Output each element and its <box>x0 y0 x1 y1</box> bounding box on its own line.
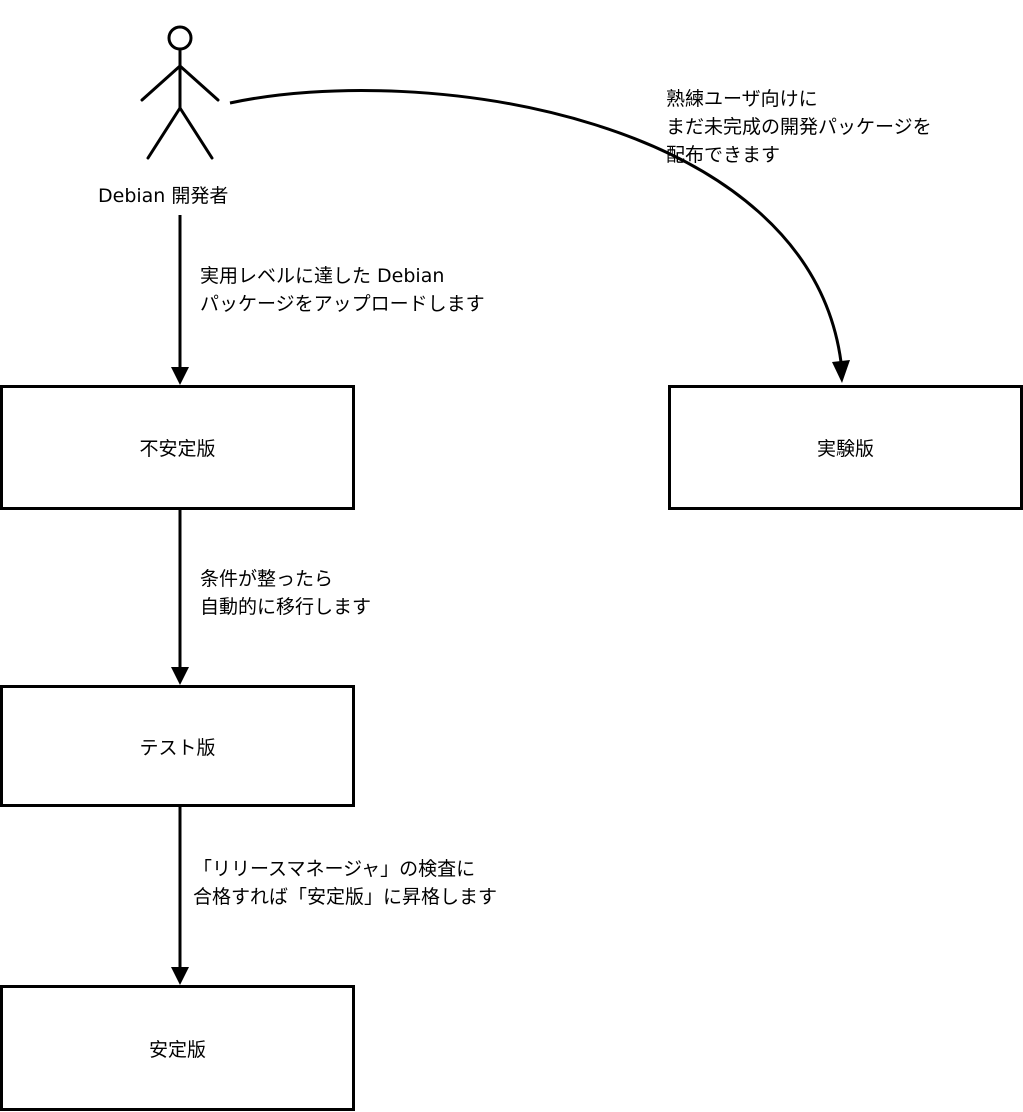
arrow-developer-to-unstable <box>171 215 189 385</box>
node-testing-label: テスト版 <box>139 736 216 759</box>
node-testing: テスト版 <box>0 685 355 807</box>
edge-label-line: 「リリースマネージャ」の検査に <box>193 858 476 880</box>
actor-figure-icon <box>140 25 220 160</box>
edge-label-line: 熟練ユーザ向けに <box>666 88 818 110</box>
edge-label-promote: 「リリースマネージャ」の検査に 合格すれば「安定版」に昇格します <box>193 855 497 911</box>
edge-label-line: 条件が整ったら <box>200 568 334 590</box>
arrowhead-icon <box>832 360 850 383</box>
arrowhead-icon <box>171 367 189 385</box>
edge-label-line: まだ未完成の開発パッケージを <box>666 116 932 138</box>
node-stable-label: 安定版 <box>148 1038 206 1061</box>
actor-label: Debian 開発者 <box>98 185 229 207</box>
edge-label-line: 配布できます <box>666 144 781 166</box>
node-stable: 安定版 <box>0 985 355 1111</box>
arrowhead-icon <box>171 967 189 985</box>
actor-leg-right <box>178 106 214 160</box>
node-unstable: 不安定版 <box>0 385 355 510</box>
edge-label-migrate: 条件が整ったら 自動的に移行します <box>200 565 371 621</box>
arrow-unstable-to-testing <box>171 510 189 685</box>
node-experimental-label: 実験版 <box>816 438 874 460</box>
edge-label-upload: 実用レベルに達した Debian パッケージをアップロードします <box>200 262 485 318</box>
arrowhead-icon <box>171 667 189 685</box>
edge-label-line: 実用レベルに達した Debian <box>200 265 445 287</box>
actor-arm-right <box>178 64 220 102</box>
node-experimental: 実験版 <box>668 385 1023 510</box>
edge-label-experimental: 熟練ユーザ向けに まだ未完成の開発パッケージを 配布できます <box>666 85 932 169</box>
actor-arm-left <box>140 64 182 102</box>
edge-label-line: 合格すれば「安定版」に昇格します <box>193 886 498 908</box>
actor-leg-left <box>146 106 182 160</box>
actor-head <box>167 25 193 51</box>
arrow-developer-to-experimental <box>229 89 850 383</box>
node-unstable-label: 不安定版 <box>139 438 216 460</box>
edge-label-line: 自動的に移行します <box>200 596 372 618</box>
arrow-testing-to-stable <box>171 807 189 985</box>
edge-label-line: パッケージをアップロードします <box>200 293 485 315</box>
